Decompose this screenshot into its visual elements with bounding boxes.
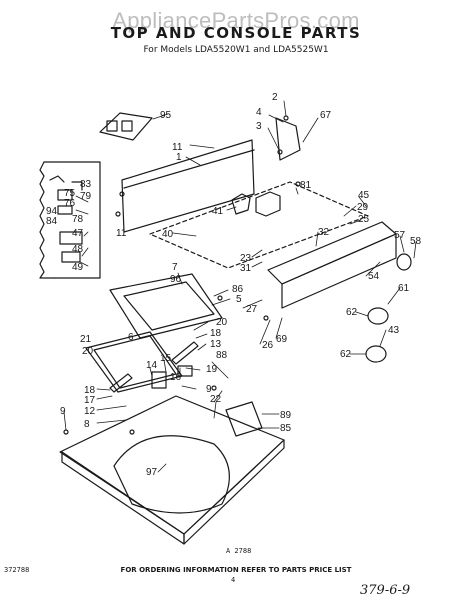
part-number-label: 7 xyxy=(172,262,178,273)
part-number-label: 18 xyxy=(84,385,96,396)
part-number-label: 89 xyxy=(280,410,292,421)
part-number-label: 81 xyxy=(300,180,312,191)
part-number-label: 83 xyxy=(80,179,92,190)
screw-parts xyxy=(63,115,301,435)
part-number-label: 32 xyxy=(318,227,330,238)
part-number-label: 9 xyxy=(60,406,66,417)
leader-lines xyxy=(63,100,417,473)
part-number-label: 25 xyxy=(358,214,370,225)
inset-detail-box xyxy=(39,161,101,279)
figure-code: A 2788 xyxy=(226,547,252,555)
part-number-label: 26 xyxy=(262,340,274,351)
hinge-part xyxy=(109,341,199,393)
part-number-label: 96 xyxy=(170,274,182,285)
part-number-label: 17 xyxy=(84,395,96,406)
part-number-label: 76 xyxy=(64,198,76,209)
part-number-label: 15 xyxy=(160,353,172,364)
page-subtitle: For Models LDA5520W1 and LDA5525W1 xyxy=(143,45,329,55)
part-number-label: 20 xyxy=(216,317,228,328)
part-number-label: 21 xyxy=(80,334,92,345)
timer-part xyxy=(231,191,281,217)
part-number-label: 22 xyxy=(210,394,222,405)
part-number-label: 27 xyxy=(246,304,258,315)
bracket-part xyxy=(275,117,301,161)
part-number-label: 79 xyxy=(80,191,92,202)
part-number-label: 95 xyxy=(160,110,172,121)
part-number-label: 45 xyxy=(358,190,370,201)
handwritten-note: 379-6-9 xyxy=(360,583,411,598)
top-area-outline xyxy=(149,181,369,269)
part-number-label: 75 xyxy=(64,188,76,199)
part-number-label: 11 xyxy=(116,228,127,239)
ordering-note: FOR ORDERING INFORMATION REFER TO PARTS … xyxy=(120,566,352,574)
part-number-label: 78 xyxy=(72,214,84,225)
part-number-label: 58 xyxy=(410,236,422,247)
part-number-label: 5 xyxy=(236,294,242,305)
part-number-label: 31 xyxy=(240,263,252,274)
page-title: TOP AND CONSOLE PARTS xyxy=(110,24,362,42)
lid-part xyxy=(109,273,223,339)
part-number-label: 12 xyxy=(84,406,96,417)
part-number-label: 3 xyxy=(256,121,262,132)
part-number-label: 29 xyxy=(357,202,369,213)
part-number-label: 6 xyxy=(128,332,134,343)
part-number-label: 62 xyxy=(340,349,352,360)
console-rail xyxy=(267,221,397,309)
part-number-label: 49 xyxy=(72,262,84,273)
part-number-label: 11 xyxy=(172,142,183,153)
part-number-label: 61 xyxy=(398,283,410,294)
washer-top-part xyxy=(59,395,285,545)
part-number-label: 4 xyxy=(256,107,262,118)
part-number-label: 43 xyxy=(388,325,400,336)
part-number-label: 9 xyxy=(206,384,212,395)
lid-switch-part xyxy=(151,365,193,389)
part-number-label: 16 xyxy=(170,372,182,383)
part-number-label: 86 xyxy=(232,284,244,295)
part-number-label: 69 xyxy=(276,334,288,345)
part-number-label: 1 xyxy=(176,152,182,163)
part-number-label: 62 xyxy=(346,307,358,318)
part-number-label: 97 xyxy=(146,467,158,478)
part-number-label: 85 xyxy=(280,423,292,434)
part-number-label: 88 xyxy=(216,350,228,361)
watermark: AppliancePartsPros.com xyxy=(112,8,360,33)
part-number-label: 94 xyxy=(46,206,58,217)
control-panel-part xyxy=(99,112,153,141)
part-number-label: 67 xyxy=(320,110,332,121)
part-number-label: 47 xyxy=(72,228,84,239)
part-number-label: 18 xyxy=(210,328,222,339)
part-number-label: 57 xyxy=(394,230,406,241)
console-backsplash xyxy=(121,139,255,233)
corner-code: 372788 xyxy=(4,566,30,574)
part-number-label: 19 xyxy=(206,364,218,375)
part-number-label: 20 xyxy=(82,346,94,357)
part-number-label: 14 xyxy=(146,360,158,371)
part-number-label: 84 xyxy=(46,216,58,227)
part-number-label: 23 xyxy=(240,253,252,264)
part-number-label: 13 xyxy=(210,339,222,350)
part-number-label: 2 xyxy=(272,92,278,103)
part-number-label: 54 xyxy=(368,271,380,282)
part-number-label: 8 xyxy=(84,419,90,430)
part-number-label: 48 xyxy=(72,244,84,255)
part-number-label: 41 xyxy=(212,206,224,217)
page-number: 4 xyxy=(231,576,236,584)
part-number-label: 40 xyxy=(162,229,174,240)
